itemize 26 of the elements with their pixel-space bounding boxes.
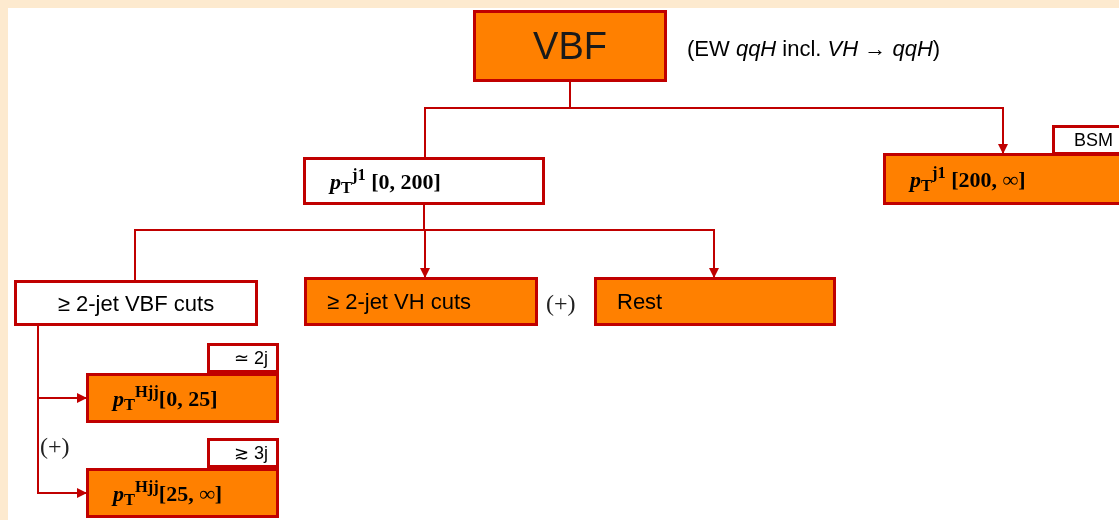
node-text: ≳ 3j — [234, 441, 268, 465]
node-text: p$_{T}$$^{Hjj}$[0, 25] — [113, 381, 218, 415]
cut-box — [594, 277, 836, 326]
bin-box — [883, 153, 1119, 205]
node-text: p$_{T}$$^{Hjj}$[25, ∞] — [113, 476, 223, 510]
cut-box — [14, 280, 258, 326]
node-text: Rest — [617, 288, 663, 316]
tag-box — [1052, 125, 1119, 155]
plus-label: (+) — [40, 432, 70, 461]
connector-line — [37, 325, 87, 498]
cut-box — [304, 277, 538, 326]
bin-box — [303, 157, 545, 205]
plus-label: (+) — [546, 289, 576, 318]
node-note: (EW qqH incl. VH → qqH) — [687, 35, 941, 63]
node-text: ≥ 2-jet VBF cuts — [57, 289, 215, 318]
node-text: ≥ 2-jet VH cuts — [327, 288, 472, 316]
node-text: p$_{T}$$^{j1}$ [200, ∞] — [910, 162, 1026, 196]
bin-box — [86, 468, 279, 518]
node-text: BSM — [1074, 128, 1113, 152]
category-box — [473, 10, 667, 82]
node-text: p$_{T}$$^{j1}$ [0, 200] — [330, 164, 441, 198]
node-text: ≃ 2j — [234, 346, 268, 370]
tag-box — [207, 343, 279, 373]
bin-box — [86, 373, 279, 423]
node-text: VBF — [533, 23, 607, 69]
tag-box — [207, 438, 279, 468]
